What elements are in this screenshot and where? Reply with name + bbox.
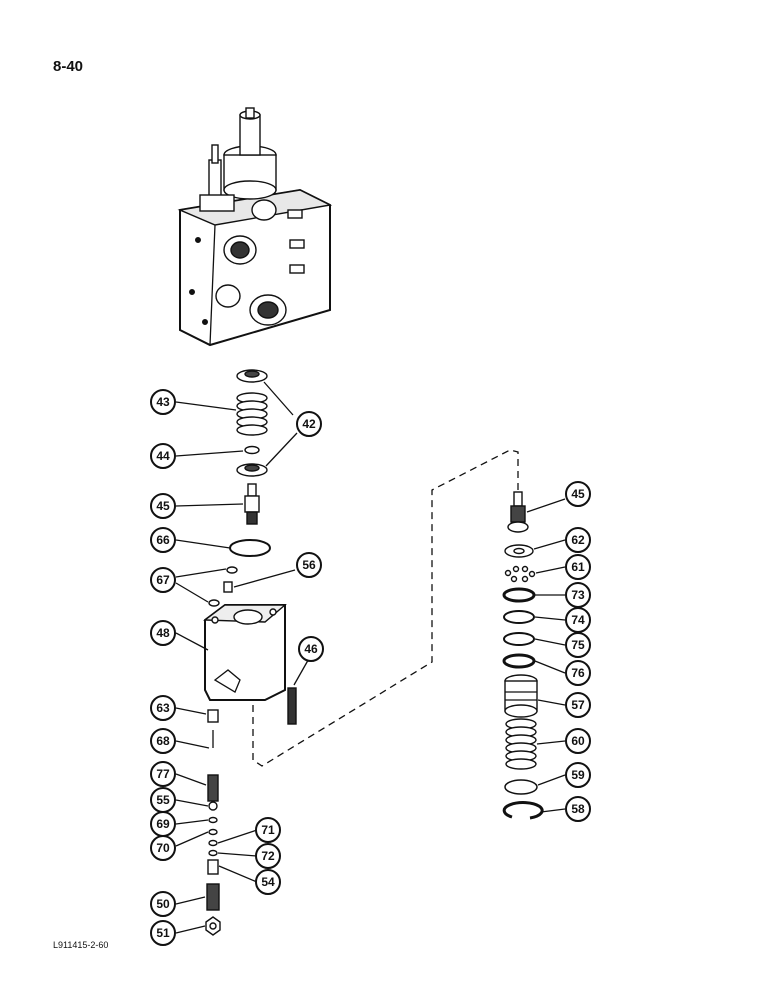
svg-text:50: 50: [156, 897, 170, 911]
assembly-path-dashed: [252, 449, 519, 767]
callout-77: 77: [150, 761, 176, 787]
figure-code: L911415-2-60: [53, 940, 109, 950]
washer-72: [208, 849, 218, 857]
svg-text:67: 67: [156, 573, 170, 587]
callout-48: 48: [150, 620, 176, 646]
page-number: 8-40: [53, 58, 84, 75]
svg-text:42: 42: [302, 417, 316, 431]
callout-59: 59: [565, 762, 591, 788]
callout-75: 75: [565, 632, 591, 658]
washer-62: [504, 544, 534, 558]
callout-44: 44: [150, 443, 176, 469]
ring-74: [503, 610, 535, 624]
spool-57: [504, 674, 538, 718]
svg-text:45: 45: [571, 487, 585, 501]
callout-66: 66: [150, 527, 176, 553]
washer-69: [208, 816, 218, 824]
callout-57: 57: [565, 692, 591, 718]
callout-58: 58: [565, 796, 591, 822]
callout-73: 73: [565, 582, 591, 608]
callout-55: 55: [150, 787, 176, 813]
callout-69: 69: [150, 811, 176, 837]
ball-55: [208, 801, 218, 811]
callout-60: 60: [565, 728, 591, 754]
svg-text:54: 54: [261, 875, 275, 889]
callout-46: 46: [298, 636, 324, 662]
bolt-45: [244, 483, 260, 525]
valve-section-body: [177, 107, 333, 347]
housing-48: [202, 604, 287, 701]
svg-text:72: 72: [261, 849, 275, 863]
sleeve-63: [207, 709, 219, 723]
svg-text:60: 60: [571, 734, 585, 748]
plug-56: [223, 581, 233, 593]
svg-text:76: 76: [571, 666, 585, 680]
callout-76: 76: [565, 660, 591, 686]
callout-70: 70: [150, 835, 176, 861]
callout-56: 56: [296, 552, 322, 578]
svg-text:62: 62: [571, 533, 585, 547]
washer-59: [504, 779, 538, 795]
svg-text:75: 75: [571, 638, 585, 652]
callout-62: 62: [565, 527, 591, 553]
spring-cap-upper-42: [236, 369, 268, 383]
svg-text:77: 77: [156, 767, 170, 781]
washer-70: [208, 828, 218, 836]
svg-text:45: 45: [156, 499, 170, 513]
callout-43: 43: [150, 389, 176, 415]
callout-68: 68: [150, 728, 176, 754]
svg-text:68: 68: [156, 734, 170, 748]
plug-50: [206, 883, 220, 911]
svg-text:56: 56: [302, 558, 316, 572]
svg-text:48: 48: [156, 626, 170, 640]
svg-text:59: 59: [571, 768, 585, 782]
balls-61: [504, 565, 536, 583]
svg-text:51: 51: [156, 926, 170, 940]
bolt-45-right: [507, 491, 529, 533]
svg-text:70: 70: [156, 841, 170, 855]
svg-text:66: 66: [156, 533, 170, 547]
poppet-54: [207, 859, 219, 875]
nut-51: [205, 916, 221, 936]
ring-75: [503, 632, 535, 646]
svg-text:46: 46: [304, 642, 318, 656]
svg-text:73: 73: [571, 588, 585, 602]
leader-lines: [175, 381, 566, 934]
ring-73: [502, 587, 536, 603]
callout-74: 74: [565, 607, 591, 633]
callout-45-right: 45: [565, 481, 591, 507]
washer-44: [244, 445, 260, 455]
svg-text:61: 61: [571, 560, 585, 574]
svg-text:69: 69: [156, 817, 170, 831]
callout-63: 63: [150, 695, 176, 721]
o-rings-67: [208, 566, 238, 607]
svg-text:55: 55: [156, 793, 170, 807]
svg-text:58: 58: [571, 802, 585, 816]
svg-text:63: 63: [156, 701, 170, 715]
ring-76: [502, 653, 536, 669]
callout-45: 45: [150, 493, 176, 519]
o-ring-66: [229, 539, 271, 557]
spring-43: [236, 392, 268, 436]
snap-ring-58: [502, 801, 544, 820]
svg-text:57: 57: [571, 698, 585, 712]
spring-60: [505, 718, 537, 770]
svg-text:43: 43: [156, 395, 170, 409]
callout-72: 72: [255, 843, 281, 869]
callout-61: 61: [565, 554, 591, 580]
svg-text:71: 71: [261, 823, 275, 837]
callout-67: 67: [150, 567, 176, 593]
screw-46: [287, 687, 297, 725]
callout-71: 71: [255, 817, 281, 843]
spring-77: [207, 774, 219, 802]
callout-50: 50: [150, 891, 176, 917]
callout-42: 42: [296, 411, 322, 437]
callout-51: 51: [150, 920, 176, 946]
washer-71: [208, 839, 218, 847]
spring-cap-lower-42: [236, 463, 268, 477]
callout-54: 54: [255, 869, 281, 895]
svg-text:44: 44: [156, 449, 170, 463]
svg-text:74: 74: [571, 613, 585, 627]
